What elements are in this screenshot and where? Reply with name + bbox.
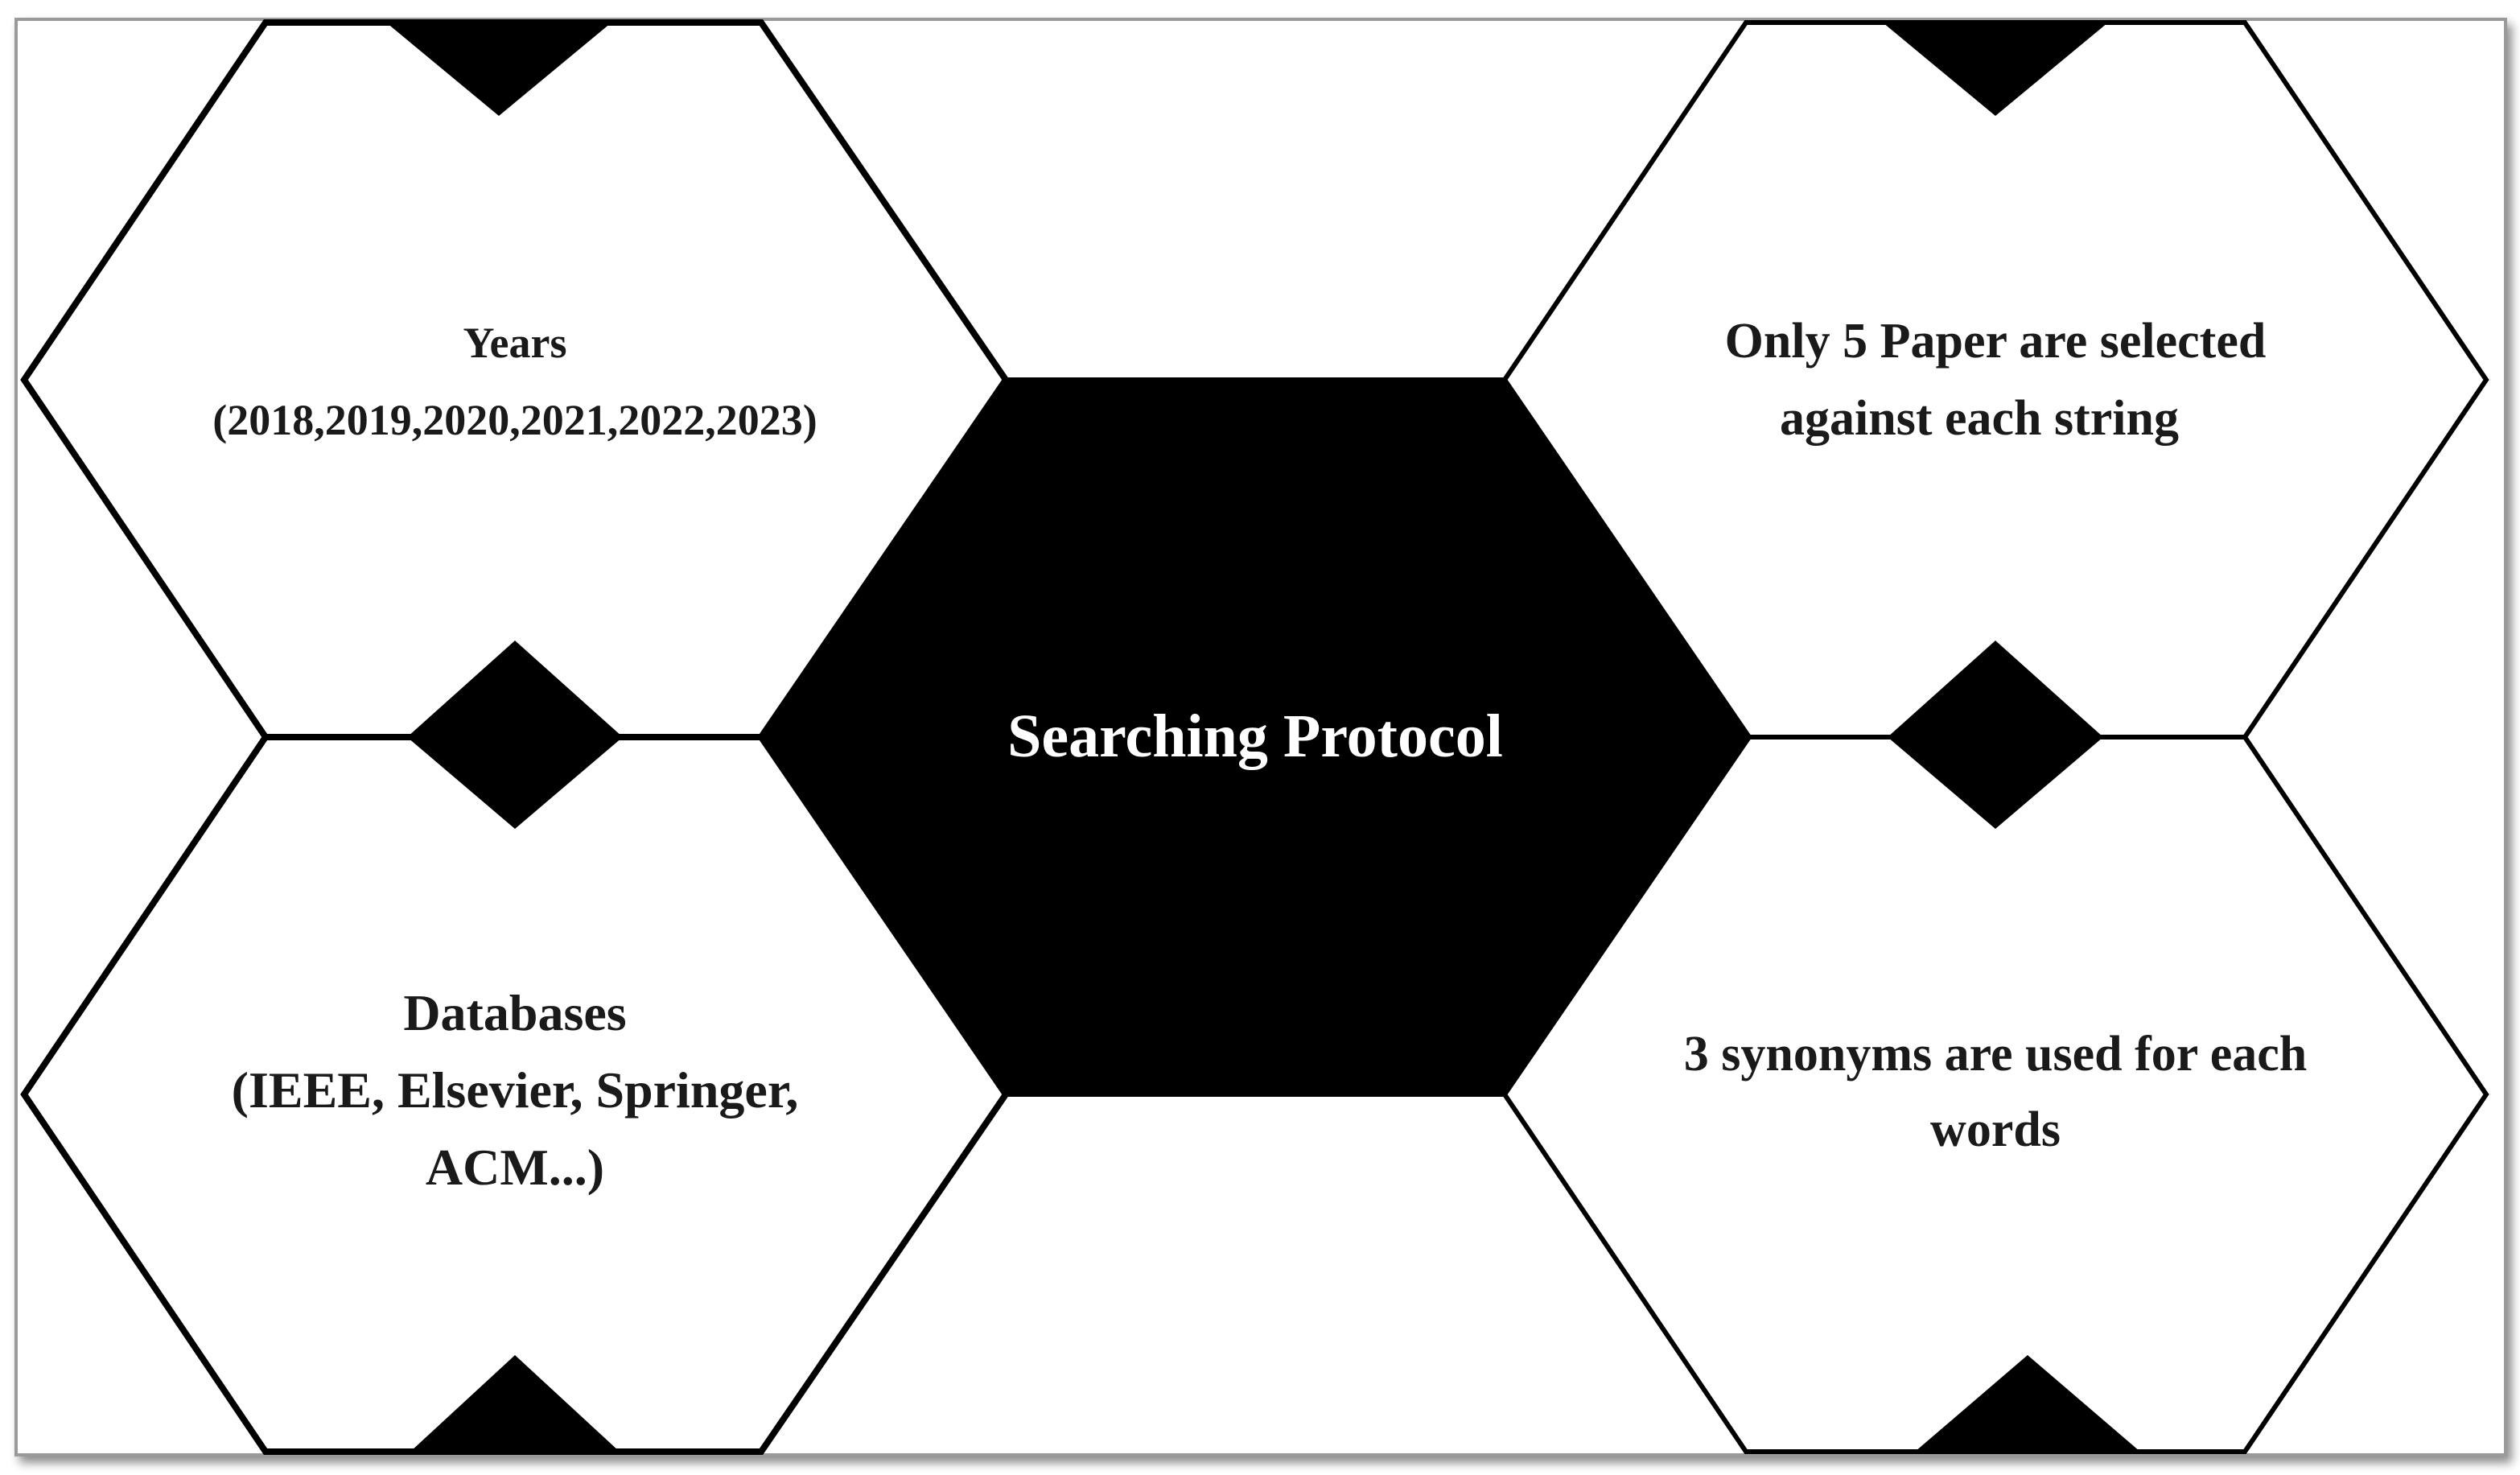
hexagon-center bbox=[758, 377, 1752, 1097]
center-title: Searching Protocol bbox=[1007, 702, 1503, 770]
synonyms-line-2: words bbox=[1930, 1102, 2061, 1157]
node-papers-text: Only 5 Paper are selected against each s… bbox=[1725, 314, 2267, 446]
right-diamond-icon bbox=[1888, 641, 2103, 829]
synonyms-line-1: 3 synonyms are used for each bbox=[1684, 1027, 2307, 1082]
top-right-notch-icon bbox=[1883, 23, 2108, 116]
top-left-notch-icon bbox=[386, 23, 611, 116]
node-databases-text: Databases (IEEE, Elsevier, Springer, ACM… bbox=[232, 984, 799, 1196]
papers-line-2: against each string bbox=[1780, 391, 2179, 446]
databases-list: (IEEE, Elsevier, Springer, bbox=[232, 1061, 799, 1119]
years-title: Years bbox=[463, 319, 567, 367]
papers-line-1: Only 5 Paper are selected bbox=[1725, 314, 2267, 369]
node-synonyms-text: 3 synonyms are used for each words bbox=[1684, 1027, 2307, 1157]
bottom-left-notch-icon bbox=[410, 1355, 620, 1452]
node-years-text: Years (2018,2019,2020,2021,2022,2023) bbox=[212, 319, 817, 444]
databases-list-cont: ACM...) bbox=[426, 1139, 604, 1196]
years-list: (2018,2019,2020,2021,2022,2023) bbox=[212, 396, 817, 444]
databases-title: Databases bbox=[403, 984, 626, 1041]
left-diamond-icon bbox=[407, 641, 623, 829]
bottom-right-notch-icon bbox=[1915, 1355, 2140, 1452]
